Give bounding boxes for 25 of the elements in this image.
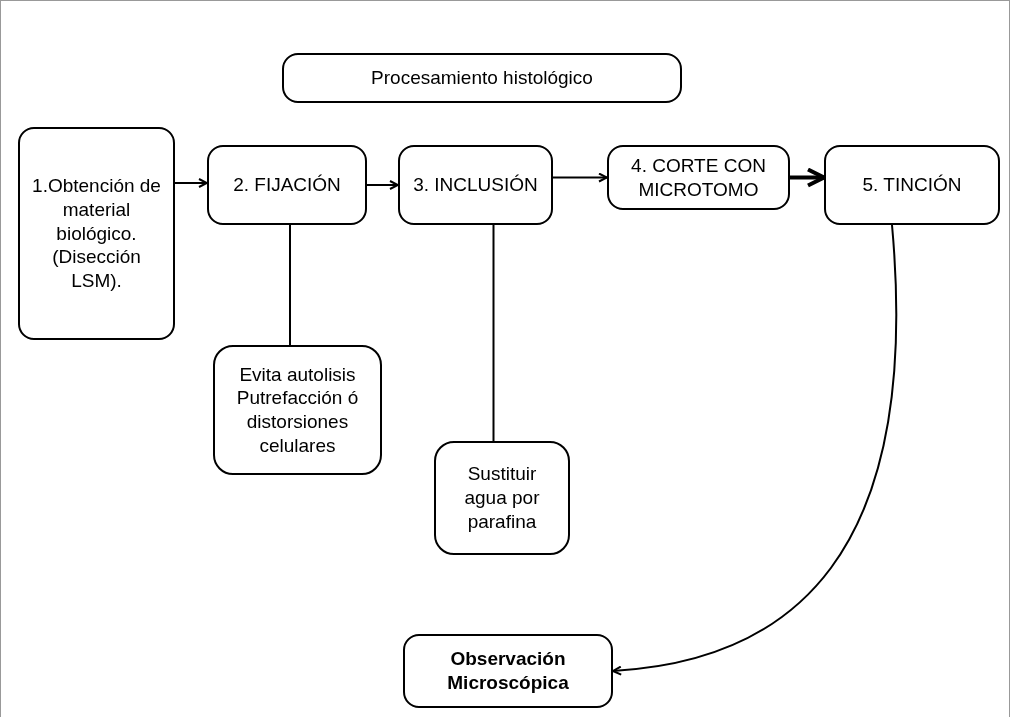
connector-line xyxy=(289,224,291,346)
node-text: 1.Obtención de material biológico. (Disección LSM). xyxy=(31,174,162,293)
process-box xyxy=(18,127,175,340)
arrow xyxy=(366,180,399,190)
arrow xyxy=(552,172,608,183)
node-text: Procesamiento histológico xyxy=(371,66,593,90)
node-text: 5. TINCIÓN xyxy=(862,173,962,197)
process-box xyxy=(207,145,367,225)
process-box xyxy=(607,145,790,210)
arrow xyxy=(174,178,208,188)
title-box xyxy=(282,53,682,103)
node-text: 3. INCLUSIÓN xyxy=(413,173,538,197)
result-box xyxy=(403,634,613,708)
node-text: 4. CORTE CON MICROTOMO xyxy=(630,153,767,202)
process-box xyxy=(824,145,1000,225)
connector-line xyxy=(492,224,495,442)
arrow xyxy=(790,167,826,188)
node-text: Observación Microscópica xyxy=(446,647,570,695)
note-box xyxy=(213,345,382,475)
node-text: Sustituir agua por parafina xyxy=(463,462,541,534)
node-text: 2. FIJACIÓN xyxy=(233,173,341,197)
note-box xyxy=(434,441,570,555)
node-text: Evita autolisis Putrefacción ó distorsiones celulares xyxy=(235,362,360,458)
process-box xyxy=(398,145,553,225)
arrow xyxy=(612,224,898,676)
